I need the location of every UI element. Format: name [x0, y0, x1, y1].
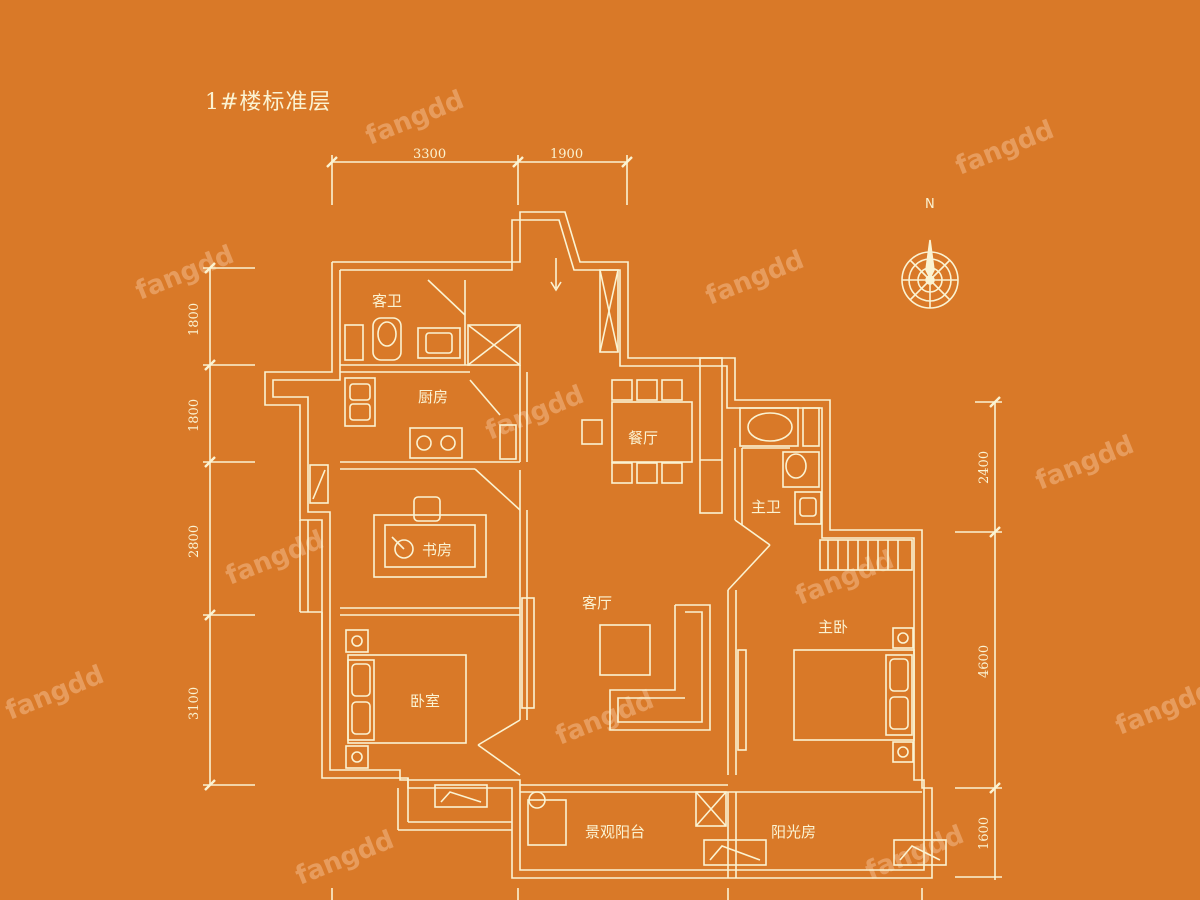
watermark: fangdd [221, 525, 328, 591]
dimension-right-2: 4600 [977, 645, 992, 678]
kitchen-fixtures [344, 377, 517, 460]
room-label-study: 书房 [422, 541, 452, 559]
room-label-bedroom: 卧室 [410, 692, 440, 710]
svg-text:fangdd: fangdd [481, 380, 588, 446]
svg-text:fangdd: fangdd [361, 85, 468, 151]
left-dimension [203, 262, 255, 791]
plan-title: 1#楼标准层 [205, 90, 332, 115]
svg-text:fangdd: fangdd [1, 660, 108, 726]
watermark: fangdd [481, 380, 588, 446]
svg-text:fangdd: fangdd [1031, 430, 1138, 496]
watermark: fangdd [791, 545, 898, 611]
dimension-top-2: 1900 [550, 147, 583, 162]
dimension-left-1: 1800 [187, 303, 202, 336]
balcony-fixtures [434, 784, 947, 866]
room-label-dining: 餐厅 [628, 429, 658, 447]
exterior-walls [264, 211, 933, 879]
watermark: fangdd [861, 820, 968, 886]
dimension-left-2: 1800 [187, 399, 202, 432]
room-label-living: 客厅 [582, 594, 612, 612]
watermark: fangdd [1, 660, 108, 726]
room-label-sunroom: 阳光房 [771, 823, 816, 841]
compass-north-label: N [925, 197, 935, 212]
right-dimension [955, 396, 1002, 880]
master-bath-fixtures [739, 407, 822, 525]
room-label-view-balcony: 景观阳台 [585, 823, 645, 841]
svg-text:fangdd: fangdd [861, 820, 968, 886]
room-label-guest-bath: 客卫 [372, 292, 402, 310]
dimension-left-3: 2800 [187, 525, 202, 558]
master-bedroom-fixtures [737, 539, 915, 763]
watermark: fangdd [291, 825, 398, 891]
svg-text:fangdd: fangdd [951, 115, 1058, 181]
svg-text:fangdd: fangdd [1111, 675, 1200, 741]
top-dimension [326, 155, 633, 205]
room-label-master-bedroom: 主卧 [818, 618, 848, 636]
dimension-right-3: 1600 [977, 817, 992, 850]
guest-bath-fixtures [344, 317, 521, 366]
watermark: fangdd [551, 685, 658, 751]
entry-cabinet [599, 269, 619, 353]
svg-text:fangdd: fangdd [221, 525, 328, 591]
watermarks: fangdd fangdd fangdd fangdd fangdd fangd… [1, 85, 1200, 891]
watermark: fangdd [131, 240, 238, 306]
study-fixtures [309, 464, 487, 578]
compass-rose-icon [901, 239, 959, 309]
svg-text:fangdd: fangdd [791, 545, 898, 611]
bedroom-fixtures [345, 629, 467, 769]
watermark: fangdd [361, 85, 468, 151]
living-fixtures [521, 597, 711, 731]
svg-text:fangdd: fangdd [291, 825, 398, 891]
svg-text:fangdd: fangdd [551, 685, 658, 751]
dining-set [581, 357, 723, 514]
dimension-left-4: 3100 [187, 687, 202, 720]
svg-text:fangdd: fangdd [701, 245, 808, 311]
dimension-top-1: 3300 [413, 147, 446, 162]
room-label-master-bath: 主卫 [751, 498, 781, 516]
bottom-dimension [331, 888, 923, 900]
entrance [550, 258, 562, 292]
watermark: fangdd [701, 245, 808, 311]
svg-text:fangdd: fangdd [131, 240, 238, 306]
watermark: fangdd [951, 115, 1058, 181]
room-label-kitchen: 厨房 [418, 388, 448, 406]
watermark: fangdd [1111, 675, 1200, 741]
watermark: fangdd [1031, 430, 1138, 496]
dimension-right-1: 2400 [977, 451, 992, 484]
